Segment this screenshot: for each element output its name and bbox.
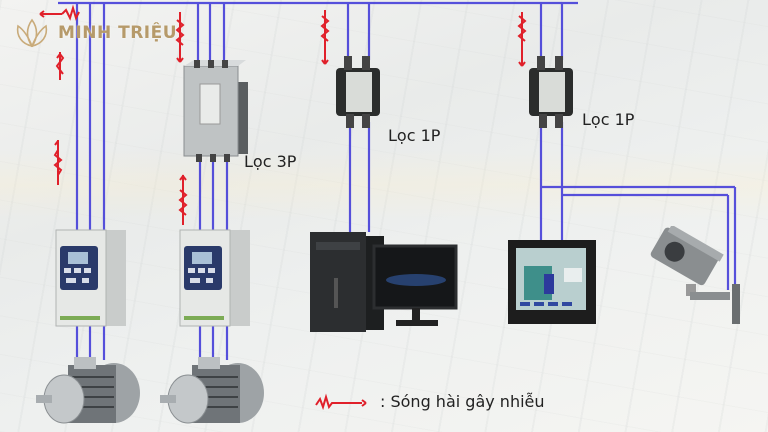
filter-1p-b-icon: [529, 56, 573, 128]
motor-1-icon: [36, 357, 140, 424]
filter-1p-a-icon: [336, 56, 380, 128]
brand-name: MINH TRIỆU: [58, 23, 178, 43]
lotus-logo-icon: [16, 18, 48, 48]
hmi-touchscreen-icon: [508, 240, 596, 324]
motor-2-icon: [160, 357, 264, 424]
legend-text: : Sóng hài gây nhiễu: [380, 392, 545, 411]
brand-logo: MINH TRIỆU: [12, 14, 177, 52]
filter-1p-a-label: Lọc 1P: [388, 126, 441, 145]
inverter-1-icon: [55, 229, 126, 327]
cctv-camera-icon: [650, 226, 740, 324]
inverter-2-icon: [179, 229, 250, 327]
filter-1p-b-label: Lọc 1P: [582, 110, 635, 129]
harmonic-noise-wave-icon: [315, 393, 367, 410]
desktop-computer-icon: [310, 232, 458, 332]
filter-3p-label: Lọc 3P: [244, 152, 297, 171]
harmonic-noise-icons: [39, 4, 527, 225]
filter-3p-icon: [183, 60, 248, 162]
legend: : Sóng hài gây nhiễu: [312, 392, 545, 411]
